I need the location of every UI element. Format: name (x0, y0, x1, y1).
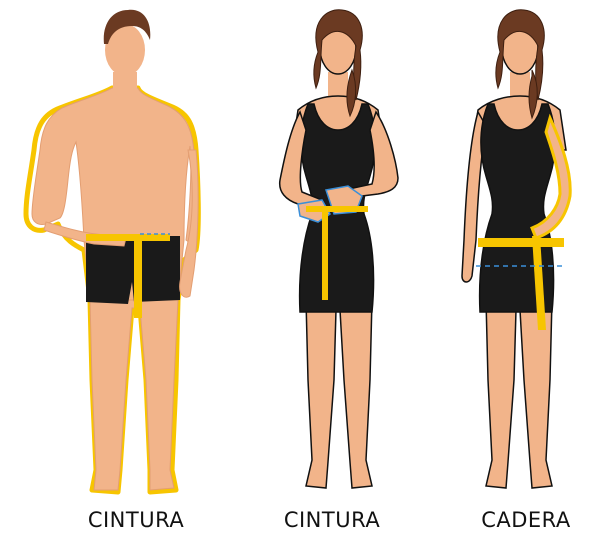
figure-man-waist (26, 10, 198, 492)
figure-1-caption: CINTURA (56, 508, 216, 532)
woman2-legs (306, 300, 372, 488)
woman3-tape-band (478, 238, 564, 247)
man-tape-vertical (134, 236, 142, 318)
woman3-neck (510, 72, 530, 98)
woman2-tape-band (306, 206, 368, 212)
figure-3-caption: CADERA (446, 508, 600, 532)
woman2-tape-vertical (322, 210, 328, 300)
man-legs (90, 300, 178, 490)
figure-2-caption: CINTURA (252, 508, 412, 532)
figure-woman-waist (280, 10, 398, 488)
woman2-neck (328, 72, 348, 98)
woman3-dress (480, 104, 555, 312)
figure-woman-hip (462, 10, 570, 488)
man-tape-band (86, 234, 170, 241)
